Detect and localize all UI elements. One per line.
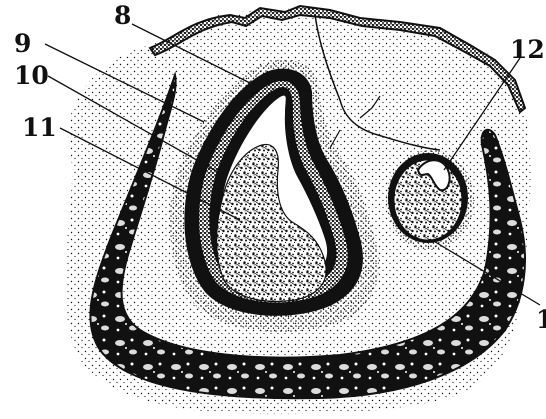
label-9: 9 (14, 29, 31, 58)
label-8: 8 (114, 1, 131, 30)
label-1: 1 (536, 305, 546, 334)
label-10: 10 (14, 61, 49, 90)
label-11: 11 (22, 113, 57, 142)
label-12: 12 (510, 35, 545, 64)
